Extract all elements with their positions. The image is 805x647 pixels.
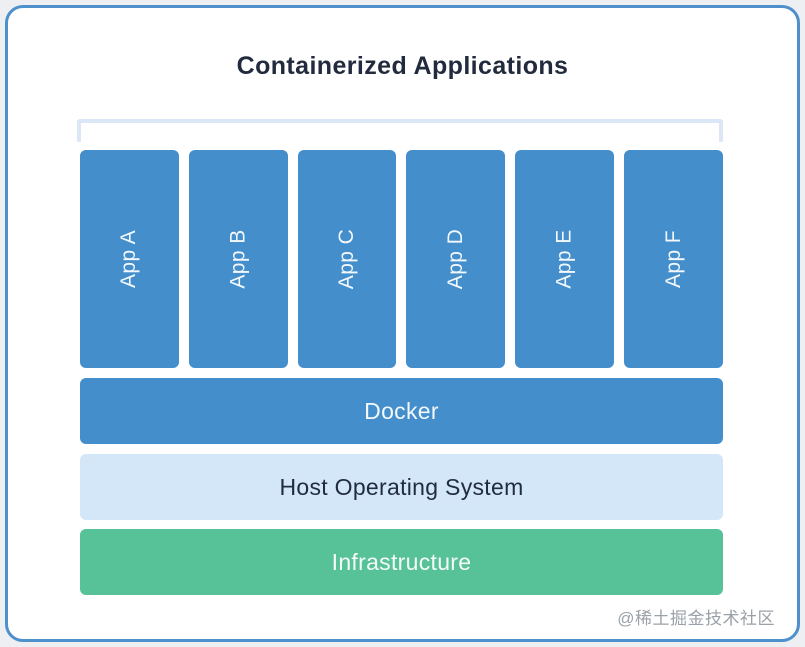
layer-host-operating-system: Host Operating System <box>80 454 723 520</box>
watermark: @稀土掘金技术社区 <box>617 609 775 628</box>
app-column-f: App F <box>624 150 723 368</box>
diagram-title: Containerized Applications <box>236 52 569 80</box>
diagram-card-inner: Containerized Applications App A App B A… <box>8 8 797 639</box>
app-column-b: App B <box>188 150 288 368</box>
app-label-f: App F <box>661 229 685 289</box>
apps-group-bracket <box>77 119 723 142</box>
app-column-a: App A <box>80 150 179 368</box>
layer-infrastructure: Infrastructure <box>80 529 723 595</box>
layer-docker: Docker <box>80 378 723 444</box>
diagram-card: Containerized Applications App A App B A… <box>5 5 800 642</box>
app-label-c: App C <box>335 228 359 290</box>
app-label-e: App E <box>552 229 576 289</box>
app-label-b: App B <box>226 229 250 289</box>
app-columns-row: App A App B App C App D App E App F <box>80 150 723 368</box>
app-label-a: App A <box>117 229 141 289</box>
app-label-d: App D <box>443 228 467 290</box>
app-column-e: App E <box>515 150 615 368</box>
app-column-d: App D <box>406 150 506 368</box>
app-column-c: App C <box>297 150 397 368</box>
